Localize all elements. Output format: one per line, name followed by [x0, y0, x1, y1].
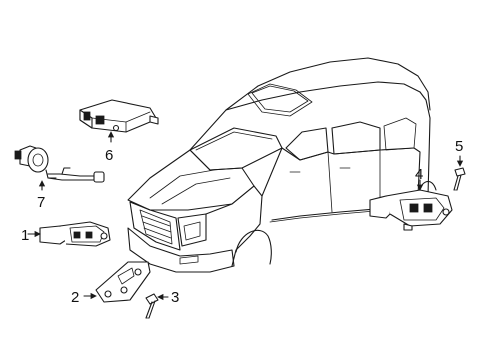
part-4-side-sensor [369, 179, 453, 231]
callout-4: 4 [415, 166, 423, 183]
callout-6: 6 [105, 147, 113, 164]
callout-7: 7 [37, 194, 45, 211]
part-3-bolt [145, 293, 169, 319]
part-2-bracket [83, 261, 151, 303]
part-5-bolt [453, 155, 466, 191]
callout-1: 1 [21, 227, 29, 244]
callout-3: 3 [171, 289, 179, 306]
callout-5: 5 [455, 138, 463, 155]
part-6-control-module [79, 99, 159, 143]
part-1-impact-sensor [27, 221, 111, 247]
part-7-sensor-harness [14, 145, 105, 191]
callout-2: 2 [71, 289, 79, 306]
vehicle-body [127, 57, 437, 273]
